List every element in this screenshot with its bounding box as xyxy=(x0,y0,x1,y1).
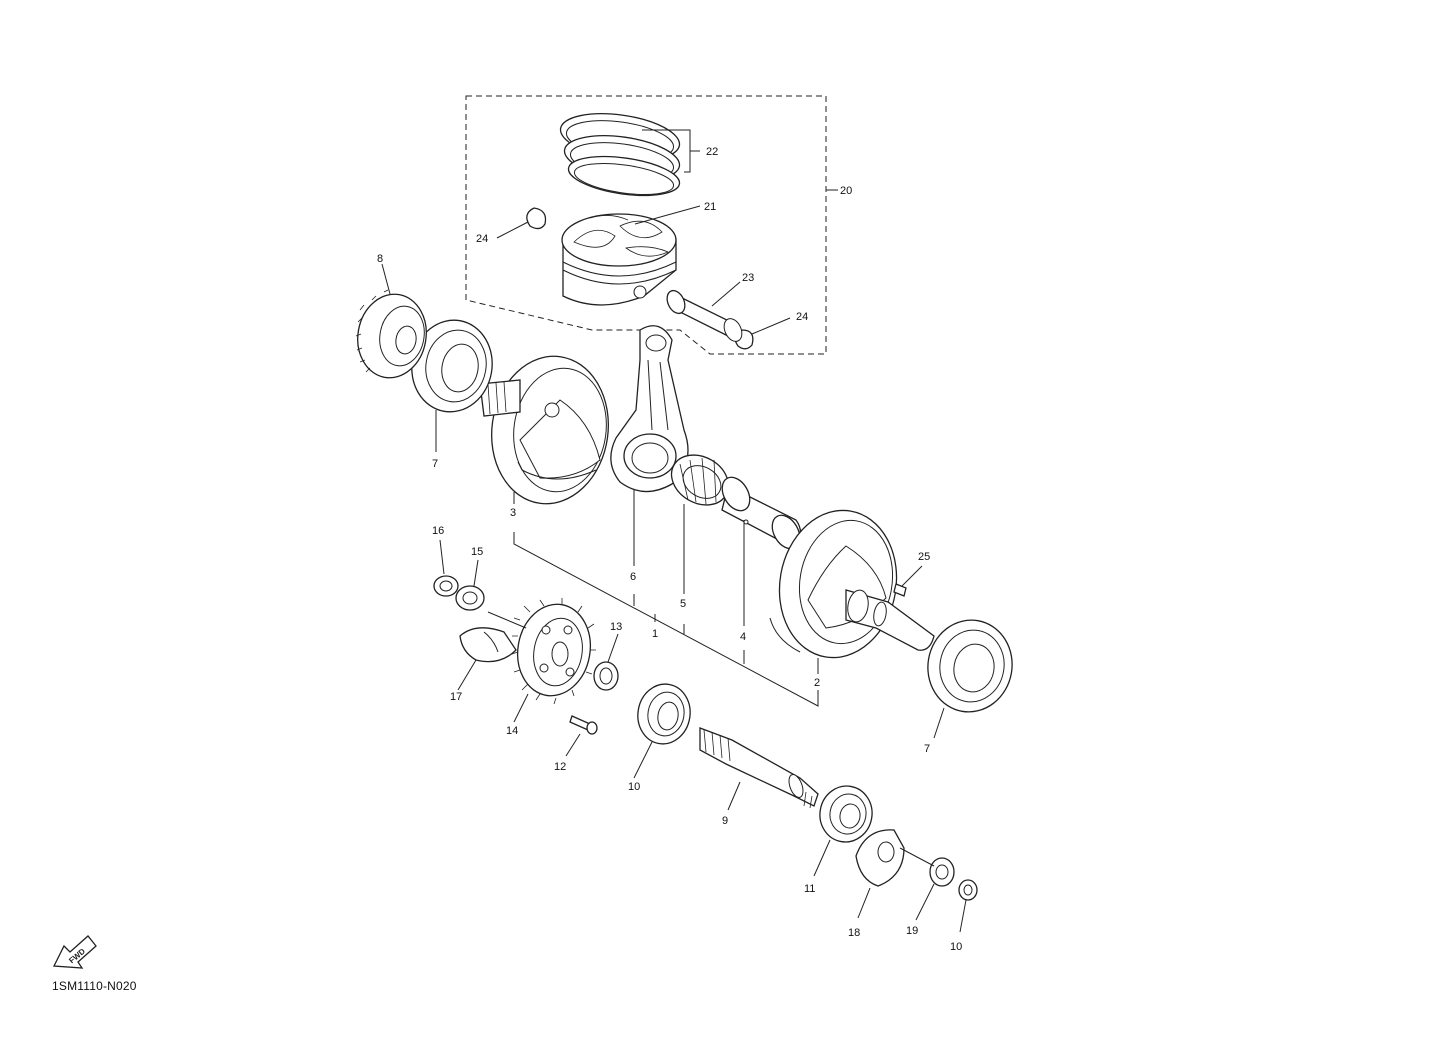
callout-10-lower: 11 xyxy=(804,883,815,895)
washer-15-part xyxy=(455,585,485,611)
callout-5: 5 xyxy=(680,598,686,610)
crank-bearing-left-part xyxy=(411,319,493,413)
balancer-drive-gear-part xyxy=(511,598,596,705)
callout-6: 6 xyxy=(630,571,636,583)
circlip-upper-part xyxy=(526,207,547,230)
callout-17: 18 xyxy=(848,927,860,939)
crank-bearing-right-part xyxy=(927,619,1013,713)
balancer-bearing-upper-part xyxy=(637,683,691,745)
callout-4: 4 xyxy=(740,631,746,643)
balancer-shaft-part xyxy=(699,727,819,809)
callout-25: 25 xyxy=(918,551,930,563)
piston-pin-part xyxy=(666,289,743,342)
callout-7-right: 7 xyxy=(924,743,930,755)
piston-part xyxy=(561,213,677,306)
washer-18-part xyxy=(929,857,955,887)
piston-assembly-group-box xyxy=(465,95,827,355)
collar-11-part xyxy=(593,661,619,691)
callout-16: 16 xyxy=(432,525,444,537)
callout-8: 8 xyxy=(377,253,383,265)
callout-3: 3 xyxy=(510,507,516,519)
callout-23: 23 xyxy=(742,272,754,284)
nut-16-part xyxy=(433,575,459,597)
crank-pin-part xyxy=(721,476,802,550)
callout-1: 1 xyxy=(652,628,658,640)
callout-22: 22 xyxy=(706,146,718,158)
callout-24-lower: 24 xyxy=(796,311,808,323)
callout-15: 15 xyxy=(471,546,483,558)
callout-12: 14 xyxy=(506,725,518,737)
drawing-code: 1SM1110-N020 xyxy=(52,979,137,993)
callout-2: 2 xyxy=(814,677,820,689)
crankshaft-right-journal-part xyxy=(845,589,935,651)
callout-24-upper: 24 xyxy=(476,233,488,245)
piston-rings-part xyxy=(559,113,681,197)
callout-7-left: 7 xyxy=(432,458,438,470)
callout-20: 20 xyxy=(840,185,852,197)
woodruff-key-part xyxy=(893,583,907,597)
nut-19-part xyxy=(958,879,978,901)
callout-13: 17 xyxy=(450,691,462,703)
balancer-bearing-lower-part xyxy=(819,785,873,843)
balancer-weight-part xyxy=(459,627,517,663)
callout-11: 13 xyxy=(610,621,622,633)
callout-21: 21 xyxy=(704,201,716,213)
fwd-arrow-icon: FWD xyxy=(52,935,97,969)
connecting-rod-part xyxy=(610,325,689,493)
callout-9: 9 xyxy=(722,815,728,827)
callout-18: 19 xyxy=(906,925,918,937)
bolt-14-part xyxy=(569,715,598,735)
timing-gear-part xyxy=(355,289,427,379)
callout-14: 12 xyxy=(554,761,566,773)
crank-wheel-left-part xyxy=(490,355,610,505)
crankshaft-left-spline-part xyxy=(479,379,521,417)
callout-10-upper: 10 xyxy=(628,781,640,793)
callout-19: 10 xyxy=(950,941,962,953)
